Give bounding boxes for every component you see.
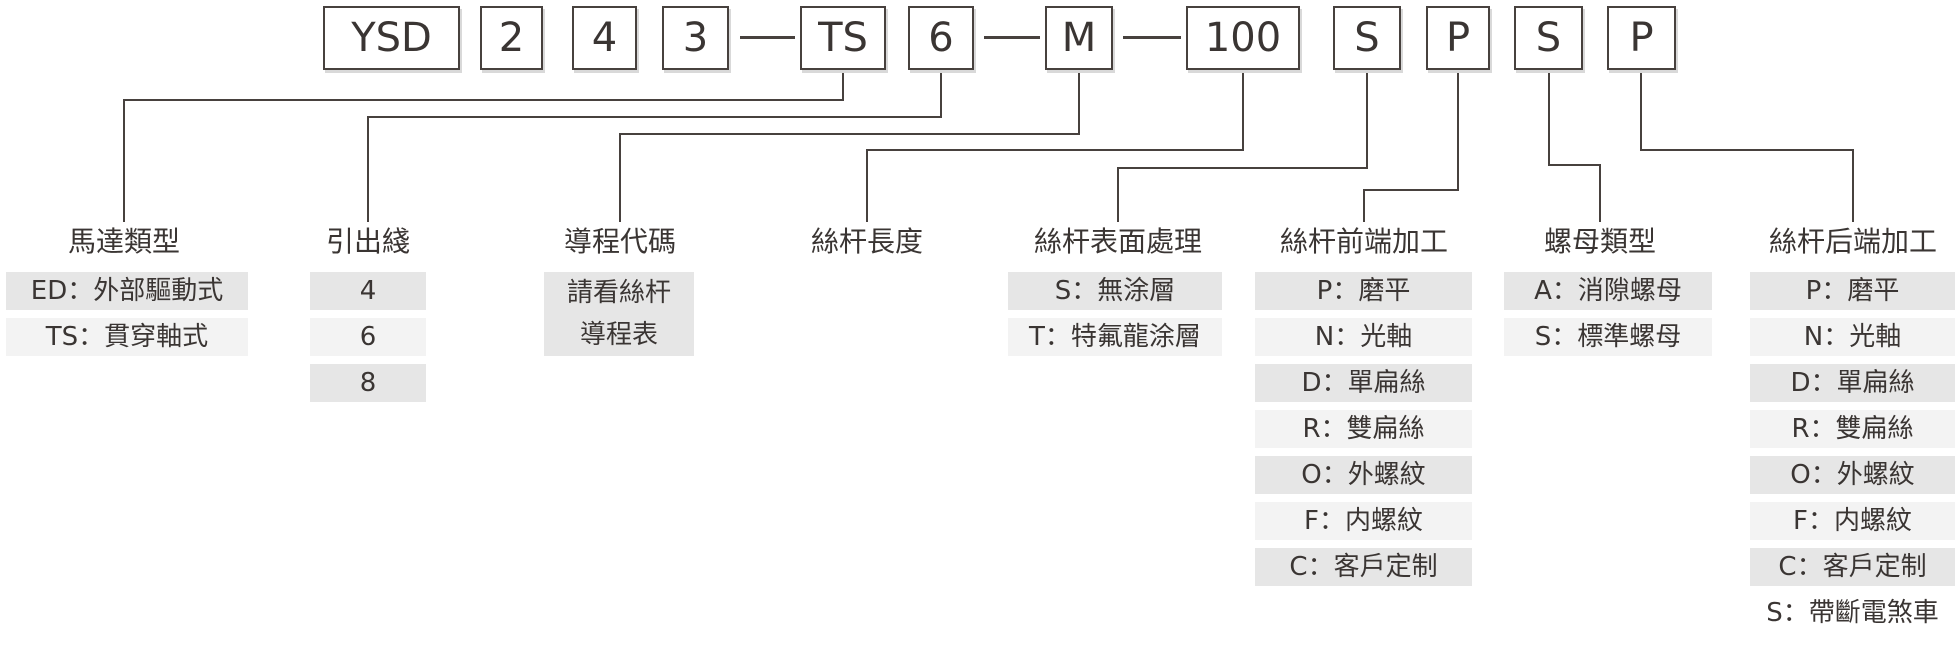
option-item: T：特氟龍涂層 (1008, 318, 1222, 356)
lead-code-note: 請看絲杆 導程表 (544, 272, 694, 356)
column-title-surface-treatment: 絲杆表面處理 (1033, 225, 1203, 258)
option-item: R：雙扁絲 (1750, 410, 1955, 448)
code-segment-box: P (1607, 6, 1676, 70)
option-item: N：光軸 (1255, 318, 1472, 356)
option-item: 8 (310, 364, 426, 402)
option-item: P：磨平 (1255, 272, 1472, 310)
option-item: O：外螺紋 (1750, 456, 1955, 494)
connector-line-lead-wires (367, 73, 942, 222)
column-title-lead-wires: 引出綫 (325, 225, 411, 258)
column-title-nut-type: 螺母類型 (1543, 225, 1657, 258)
code-segment-box: M (1045, 6, 1113, 70)
option-item: F：内螺紋 (1255, 502, 1472, 540)
option-item: A：消隙螺母 (1504, 272, 1712, 310)
option-item: R：雙扁絲 (1255, 410, 1472, 448)
code-segment-box: TS (800, 6, 886, 70)
option-item: S：帶斷電煞車 (1766, 598, 1939, 628)
connector-line-motor-type (123, 73, 844, 222)
code-segment-box: P (1426, 6, 1490, 70)
option-item: ED：外部驅動式 (6, 272, 248, 310)
connector-line-nut-type (1548, 73, 1601, 222)
option-item: 6 (310, 318, 426, 356)
code-segment-box: 4 (572, 6, 637, 70)
lead-code-note-line: 導程表 (579, 320, 658, 350)
option-item: D：單扁絲 (1750, 364, 1955, 402)
code-segment-box: 6 (908, 6, 974, 70)
column-title-lead-code: 導程代碼 (563, 225, 677, 258)
column-title-rear-end: 絲杆后端加工 (1768, 225, 1938, 258)
code-segment-box: 3 (662, 6, 729, 70)
option-item: S：無涂層 (1008, 272, 1222, 310)
option-item: F：内螺紋 (1750, 502, 1955, 540)
option-item: S：標準螺母 (1504, 318, 1712, 356)
option-item: O：外螺紋 (1255, 456, 1472, 494)
column-title-front-end: 絲杆前端加工 (1279, 225, 1449, 258)
code-separator-dash (740, 36, 795, 39)
code-segment-box: S (1333, 6, 1401, 70)
lead-code-note-line: 請看絲杆 (566, 278, 671, 308)
connector-line-screw-length (866, 73, 1244, 222)
connector-line-surface-treatment (1117, 73, 1368, 222)
code-segment-box: S (1514, 6, 1583, 70)
option-item: C：客戶定制 (1750, 548, 1955, 586)
code-segment-box: 2 (480, 6, 543, 70)
option-item: 4 (310, 272, 426, 310)
code-separator-dash (984, 36, 1040, 39)
connector-line-lead-code (619, 73, 1080, 222)
option-item: C：客戶定制 (1255, 548, 1472, 586)
code-segment-box: 100 (1186, 6, 1300, 70)
connector-line-rear-end (1640, 73, 1854, 222)
column-title-motor-type: 馬達類型 (67, 225, 181, 258)
column-title-screw-length: 絲杆長度 (810, 225, 924, 258)
option-item: N：光軸 (1750, 318, 1955, 356)
connector-line-front-end (1363, 73, 1459, 222)
option-item: P：磨平 (1750, 272, 1955, 310)
code-segment-box: YSD (323, 6, 460, 70)
option-item: TS：貫穿軸式 (6, 318, 248, 356)
option-item: D：單扁絲 (1255, 364, 1472, 402)
code-separator-dash (1123, 36, 1181, 39)
